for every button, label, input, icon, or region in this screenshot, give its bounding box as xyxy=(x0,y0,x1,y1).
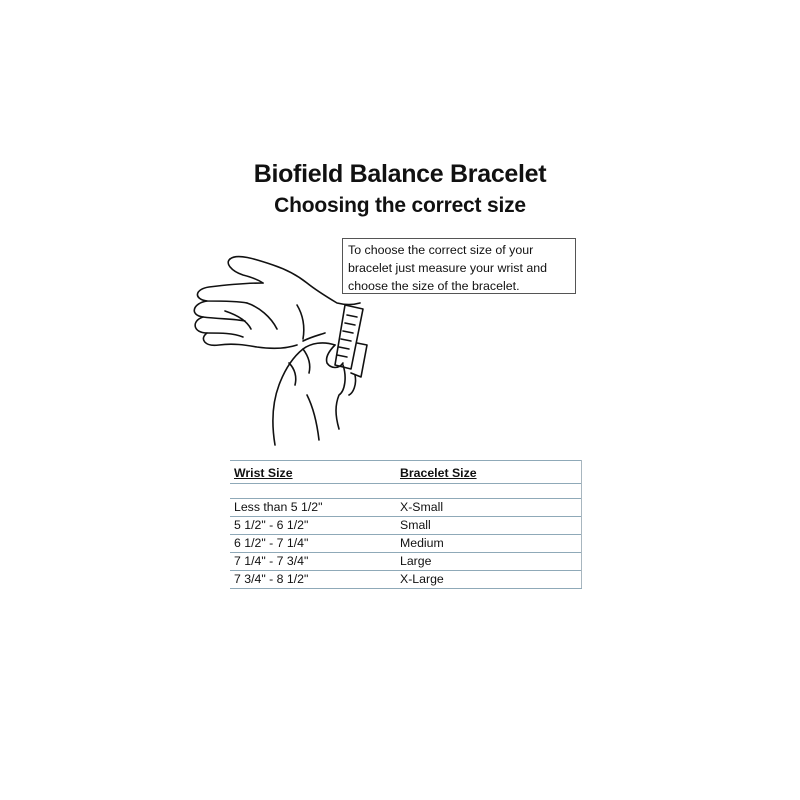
table-row: 5 1/2" - 6 1/2" Small xyxy=(230,516,582,535)
table-row: 7 1/4" - 7 3/4" Large xyxy=(230,552,582,571)
page-title: Biofield Balance Bracelet xyxy=(253,160,547,188)
column-header-wrist-size: Wrist Size xyxy=(230,460,396,484)
instruction-box: To choose the correct size of your brace… xyxy=(342,238,576,294)
table-row: Less than 5 1/2" X-Small xyxy=(230,498,582,517)
column-header-bracelet-size: Bracelet Size xyxy=(396,460,582,484)
bracelet-size-cell: X-Large xyxy=(396,570,582,589)
wrist-size-cell: 6 1/2" - 7 1/4" xyxy=(230,534,396,553)
table-header-row: Wrist Size Bracelet Size xyxy=(230,460,582,484)
bracelet-size-cell: Medium xyxy=(396,534,582,553)
bracelet-size-cell: Small xyxy=(396,516,582,535)
table-row: 7 3/4" - 8 1/2" X-Large xyxy=(230,570,582,589)
table-row: 6 1/2" - 7 1/4" Medium xyxy=(230,534,582,553)
hand-measuring-wrist-icon xyxy=(193,255,368,446)
wrist-size-cell: Less than 5 1/2" xyxy=(230,498,396,517)
page-subtitle: Choosing the correct size xyxy=(274,194,526,217)
bracelet-size-cell: Large xyxy=(396,552,582,571)
size-chart-table: Wrist Size Bracelet Size Less than 5 1/2… xyxy=(230,460,582,589)
wrist-size-cell: 7 1/4" - 7 3/4" xyxy=(230,552,396,571)
bracelet-size-cell: X-Small xyxy=(396,498,582,517)
wrist-size-cell: 7 3/4" - 8 1/2" xyxy=(230,570,396,589)
wrist-size-cell: 5 1/2" - 6 1/2" xyxy=(230,516,396,535)
table-spacer-row xyxy=(230,483,582,499)
